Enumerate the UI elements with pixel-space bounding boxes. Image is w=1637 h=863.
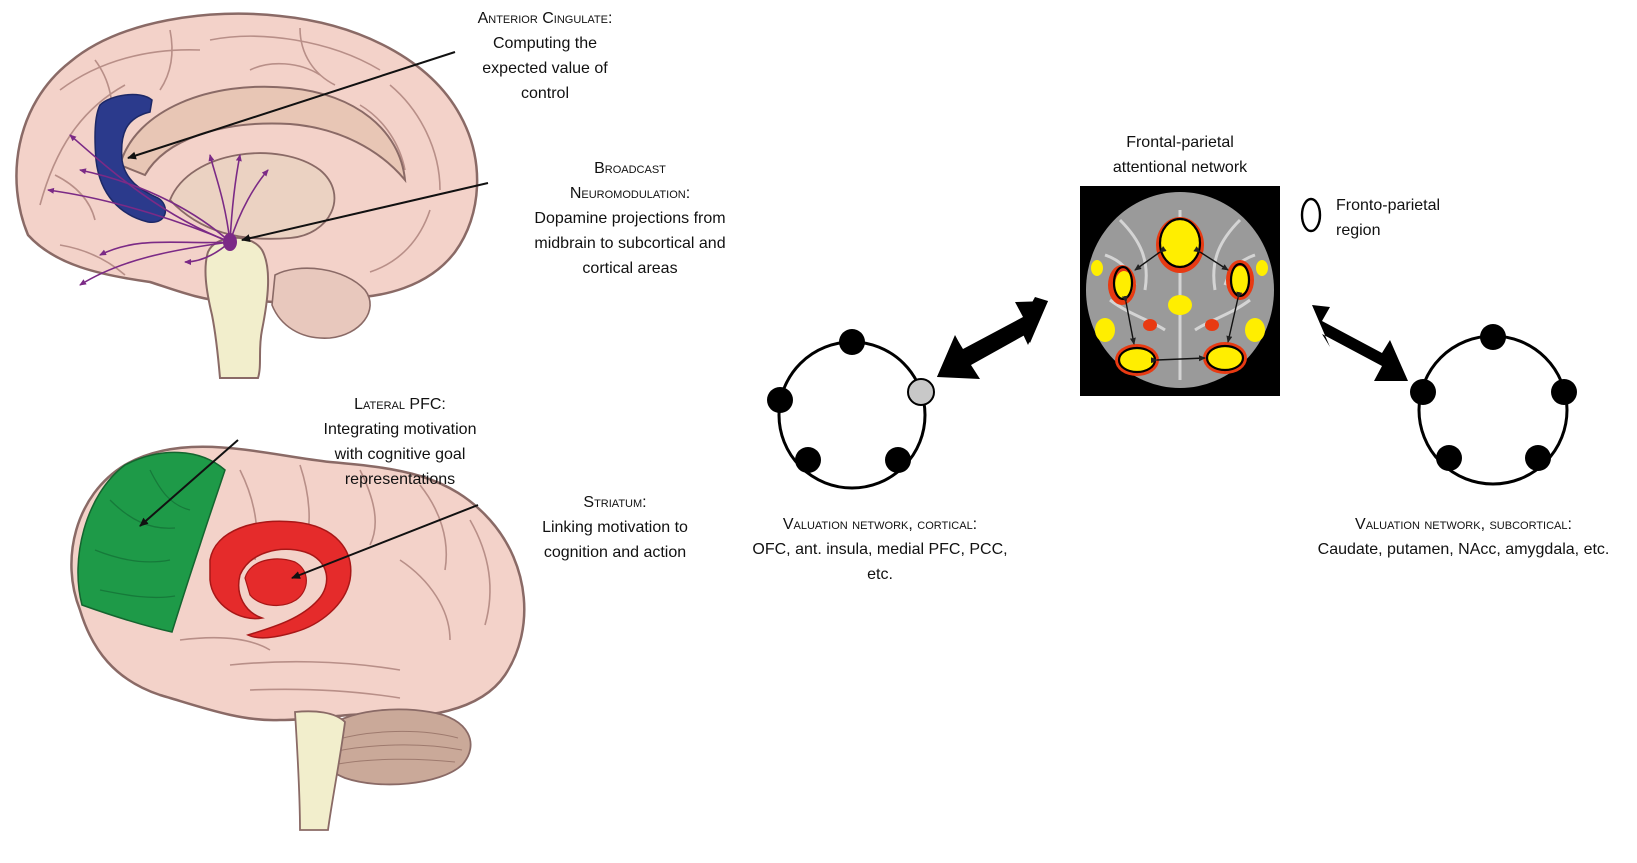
striatum-region — [209, 520, 352, 639]
cerebellum — [317, 708, 472, 786]
attentional-network-title: Frontal-parietal attentional network — [1070, 130, 1290, 180]
fronto-parietal-region-markers — [1112, 217, 1251, 374]
subcortical-network-line: Caudate, putamen, NAcc, amygdala, etc. — [1317, 541, 1610, 558]
lateral-pfc-line: Integrating motivation — [323, 421, 477, 438]
subcortical-network-label: Valuation network, subcortical: Caudate,… — [1290, 512, 1637, 562]
fmri-activation-blobs — [1091, 217, 1268, 376]
subcortical-network-title: Valuation network, subcortical: — [1355, 516, 1572, 533]
lateral-brainstem — [294, 710, 346, 831]
network-node — [767, 387, 793, 413]
network-node — [795, 447, 821, 473]
anterior-cingulate-line: control — [520, 85, 570, 102]
cortical-network-line: etc. — [867, 566, 893, 583]
dopamine-projections — [47, 134, 269, 286]
anterior-cingulate-region — [94, 93, 167, 223]
lateral-pfc-title: Lateral PFC: — [354, 396, 446, 413]
cerebellum-medial — [271, 267, 371, 339]
striatum-label: Striatum: Linking motivation to cognitio… — [505, 490, 725, 565]
network-node — [885, 447, 911, 473]
medial-brain-illustration — [15, 12, 479, 379]
broadcast-line: Dopamine projections from — [534, 210, 726, 227]
anterior-cingulate-line: Computing the — [492, 35, 598, 52]
striatum-core — [244, 558, 307, 607]
double-arrow-right — [1312, 305, 1408, 381]
network-node — [839, 329, 865, 355]
striatum-pointer — [291, 504, 479, 579]
anterior-cingulate-pointer — [127, 51, 456, 160]
medial-brain-gyri — [39, 27, 441, 276]
legend-label-line: Fronto-parietal — [1336, 197, 1441, 214]
neuromodulation-title: Neuromodulation: — [569, 185, 691, 202]
network-node — [1551, 379, 1577, 405]
network-node — [1480, 324, 1506, 350]
subcortical-valuation-network — [1410, 324, 1577, 486]
corpus-callosum — [118, 85, 407, 184]
network-node — [1436, 445, 1462, 471]
cortical-network-title: Valuation network, cortical: — [782, 516, 978, 533]
fronto-parietal-legend-label: Fronto-parietal region — [1336, 193, 1486, 243]
anterior-cingulate-label: Anterior Cingulate: Computing the expect… — [430, 6, 660, 106]
broadcast-neuromodulation-label: Broadcast Neuromodulation: Dopamine proj… — [500, 156, 760, 281]
lateral-pfc-line: representations — [344, 471, 456, 488]
fmri-attention-map — [1080, 186, 1280, 396]
network-node-highlighted — [907, 378, 935, 406]
legend-label-line: region — [1336, 222, 1381, 239]
anterior-cingulate-line: expected value of — [482, 60, 608, 77]
lateral-brain-illustration — [70, 445, 526, 831]
cortical-network-line: OFC, ant. insula, medial PFC, PCC, — [752, 541, 1008, 558]
anterior-cingulate-title: Anterior Cingulate: — [477, 10, 613, 27]
broadcast-line: midbrain to subcortical and — [534, 235, 726, 252]
attentional-network-title-line: Frontal-parietal — [1126, 134, 1234, 151]
lateral-pfc-gyri — [94, 469, 191, 599]
fronto-parietal-legend-icon — [1300, 197, 1322, 233]
midbrain-dopamine-nucleus — [223, 233, 237, 251]
fronto-parietal-connections — [1121, 246, 1243, 364]
lateral-pfc-label: Lateral PFC: Integrating motivation with… — [280, 392, 520, 492]
attentional-network-title-line: attentional network — [1112, 159, 1248, 176]
cortical-valuation-network — [767, 329, 935, 490]
striatum-title: Striatum: — [583, 494, 647, 511]
lateral-pfc-pointer — [139, 439, 239, 527]
striatum-line: Linking motivation to — [542, 519, 688, 536]
broadcast-title: Broadcast — [594, 160, 666, 177]
broadcast-line: cortical areas — [582, 260, 678, 277]
striatum-line: cognition and action — [543, 544, 687, 561]
brainstem — [204, 236, 270, 379]
thalamus — [168, 152, 336, 240]
network-node — [1525, 445, 1551, 471]
double-arrow-left — [937, 297, 1048, 379]
cerebellum-folia — [331, 730, 463, 765]
lateral-pfc-line: with cognitive goal — [334, 446, 466, 463]
cortical-network-label: Valuation network, cortical: OFC, ant. i… — [730, 512, 1030, 587]
broadcast-pointer — [241, 182, 489, 243]
network-node — [1410, 379, 1436, 405]
